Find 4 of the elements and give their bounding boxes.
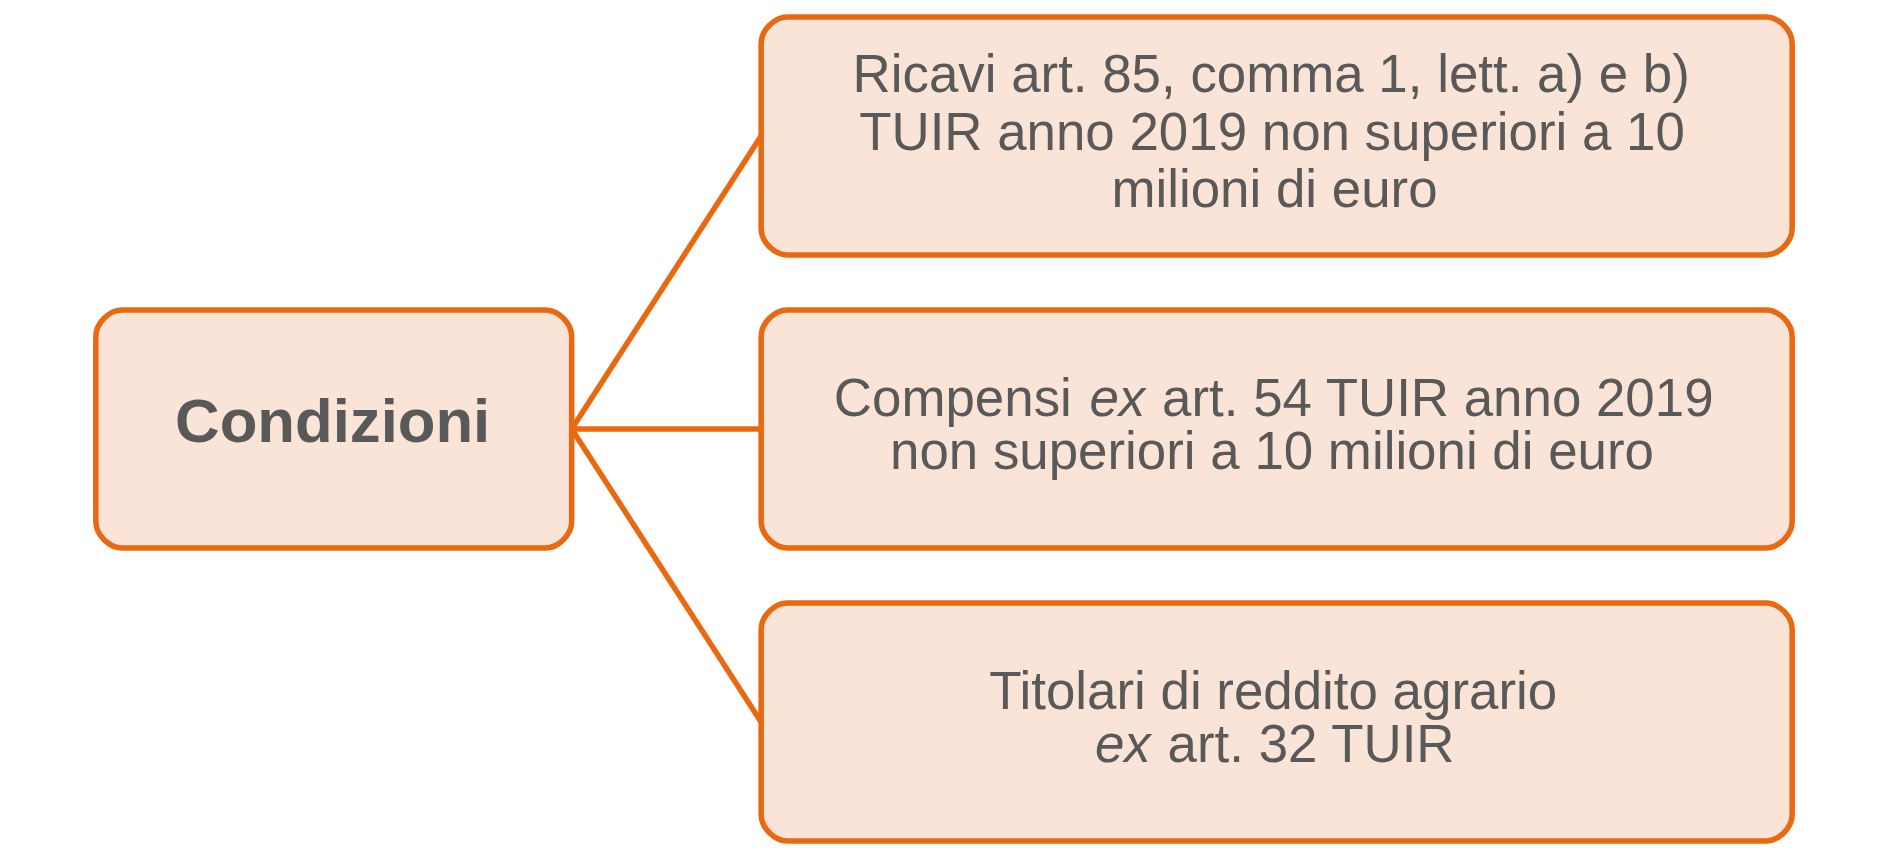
node-box: Titolari di reddito agrario ex art. 32 TUIR (758, 600, 1795, 844)
node-box: Ricavi art. 85, comma 1, lett. a) e b) TUIR anno 2019 non superiori a 10 milioni di euro (758, 14, 1795, 258)
node-box: Condizioni (93, 307, 575, 551)
node-box: Compensi ex art. 54 TUIR anno 2019 non superiori a 10 milioni di euro (758, 307, 1795, 551)
